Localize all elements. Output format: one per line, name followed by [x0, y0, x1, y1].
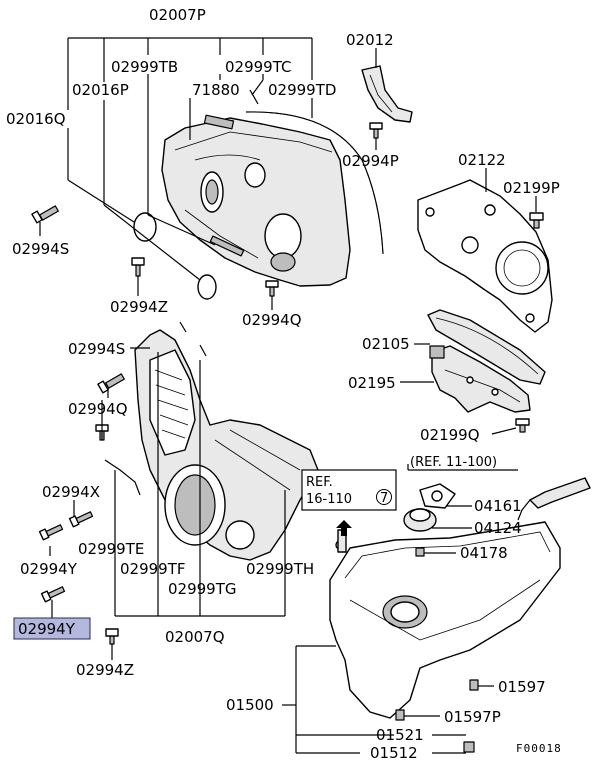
- label-02199q[interactable]: 02199Q: [420, 426, 480, 444]
- label-02999th[interactable]: 02999TH: [246, 560, 314, 578]
- bolt-02994q-top: [265, 280, 279, 297]
- label-02016p[interactable]: 02016P: [72, 81, 129, 99]
- bolt-02994x: [68, 511, 94, 528]
- bolt-02994z-top: [131, 257, 145, 277]
- ref-16-prefix: REF.: [306, 475, 333, 490]
- bolt-02994y-b: [40, 586, 66, 603]
- label-02994q-top[interactable]: 02994Q: [242, 311, 302, 329]
- back-plate-02122: [417, 179, 553, 333]
- label-02994s-mid[interactable]: 02994S: [68, 340, 125, 358]
- label-02999tf[interactable]: 02999TF: [120, 560, 186, 578]
- label-02007q[interactable]: 02007Q: [165, 628, 225, 646]
- bolt-02994p: [369, 122, 383, 139]
- seal-strip-tb: [209, 235, 245, 257]
- part-labels: 02007P 02999TB 02999TC 02016P 71880 0299…: [6, 6, 562, 762]
- bolt-02994s-top: [31, 205, 59, 224]
- label-02994p[interactable]: 02994P: [342, 152, 399, 170]
- label-02999tg[interactable]: 02999TG: [168, 580, 237, 598]
- bolt-02994y-a: [38, 524, 64, 541]
- dipstick-tube: [529, 477, 591, 509]
- label-02195[interactable]: 02195: [348, 374, 396, 392]
- bracket-02195: [429, 345, 531, 413]
- label-02012[interactable]: 02012: [346, 31, 394, 49]
- label-02994z-top[interactable]: 02994Z: [110, 298, 168, 316]
- label-04178[interactable]: 04178: [460, 544, 508, 562]
- label-02994q-mid[interactable]: 02994Q: [68, 400, 128, 418]
- grommet-02016p: [197, 274, 217, 300]
- ref-11-100[interactable]: (REF. 11-100): [410, 455, 497, 470]
- label-01521[interactable]: 01521: [376, 726, 424, 744]
- ref-16-code: 16-110: [306, 492, 352, 507]
- label-02105[interactable]: 02105: [362, 335, 410, 353]
- plug-01512: [463, 741, 475, 753]
- label-01597[interactable]: 01597: [498, 678, 546, 696]
- bolt-02994s-mid: [97, 373, 125, 394]
- bolt-01597p: [395, 709, 405, 721]
- lower-timing-cover: [134, 329, 319, 561]
- seal-02105: [427, 309, 546, 385]
- label-04161[interactable]: 04161: [474, 497, 522, 515]
- label-02016q[interactable]: 02016Q: [6, 110, 66, 128]
- label-02999td[interactable]: 02999TD: [268, 81, 336, 99]
- label-02007p[interactable]: 02007P: [149, 6, 206, 24]
- bolt-02994z-bot: [105, 628, 119, 645]
- oil-filler-04124: [403, 508, 437, 532]
- label-01500[interactable]: 01500: [226, 696, 274, 714]
- bolt-04178: [415, 547, 425, 557]
- bolt-02199p: [529, 212, 544, 229]
- label-02994x[interactable]: 02994X: [42, 483, 100, 501]
- label-01597p[interactable]: 01597P: [444, 708, 501, 726]
- label-04124[interactable]: 04124: [474, 519, 522, 537]
- seal-strip-71880: [249, 89, 259, 105]
- ref-circled-number: [376, 489, 392, 505]
- label-02999te[interactable]: 02999TE: [78, 540, 144, 558]
- cover-02012: [361, 65, 413, 123]
- label-02999tc[interactable]: 02999TC: [225, 58, 291, 76]
- leader-lines: [39, 37, 537, 754]
- figure-code: F00018: [516, 742, 562, 755]
- oil-pan-01500: [329, 521, 561, 719]
- label-02994s-top[interactable]: 02994S: [12, 240, 69, 258]
- label-71880[interactable]: 71880: [192, 81, 240, 99]
- seal-strip-te: [104, 459, 141, 496]
- label-02199p[interactable]: 02199P: [503, 179, 560, 197]
- upper-timing-cover: [161, 114, 351, 287]
- label-01512[interactable]: 01512: [370, 744, 418, 762]
- highlight-02994y: [13, 617, 91, 640]
- grommet-02016q: [133, 212, 157, 242]
- label-02999tb[interactable]: 02999TB: [111, 58, 178, 76]
- bolt-02199q: [515, 418, 530, 433]
- label-02994z-bot[interactable]: 02994Z: [76, 661, 134, 679]
- label-02122[interactable]: 02122: [458, 151, 506, 169]
- ref-16-circled: 7: [380, 491, 388, 506]
- label-02994y-a[interactable]: 02994Y: [20, 560, 78, 578]
- bolt-01597: [469, 679, 479, 691]
- ref-arrow: [336, 520, 352, 536]
- label-02994y-b[interactable]: 02994Y: [18, 620, 76, 638]
- gasket-04161: [419, 483, 456, 509]
